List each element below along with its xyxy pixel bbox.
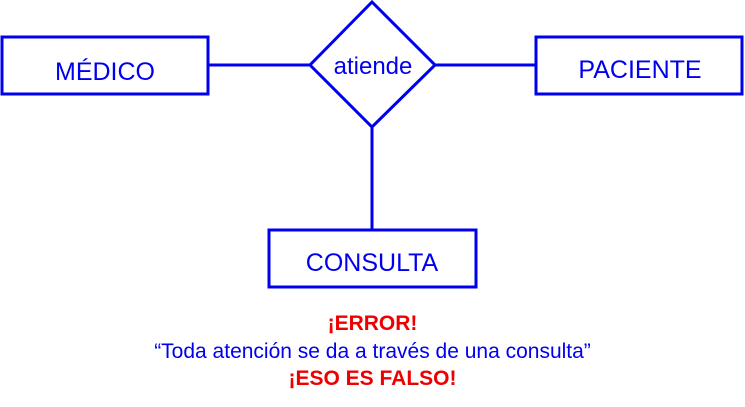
statement-quote: “Toda atención se da a través de una con…: [154, 340, 591, 363]
entity-paciente: PACIENTE: [534, 35, 744, 96]
relationship-atiende: atiende: [307, 0, 438, 130]
entity-consulta-label: CONSULTA: [306, 249, 439, 277]
entity-paciente-label: PACIENTE: [578, 56, 701, 84]
entity-consulta: CONSULTA: [267, 228, 478, 289]
entity-medico: MÉDICO: [0, 35, 210, 96]
error-title: ¡ERROR!: [327, 312, 418, 335]
entity-medico-label: MÉDICO: [55, 57, 155, 86]
verdict-text: ¡ESO ES FALSO!: [288, 367, 457, 390]
relationship-atiende-label: atiende: [334, 53, 413, 80]
